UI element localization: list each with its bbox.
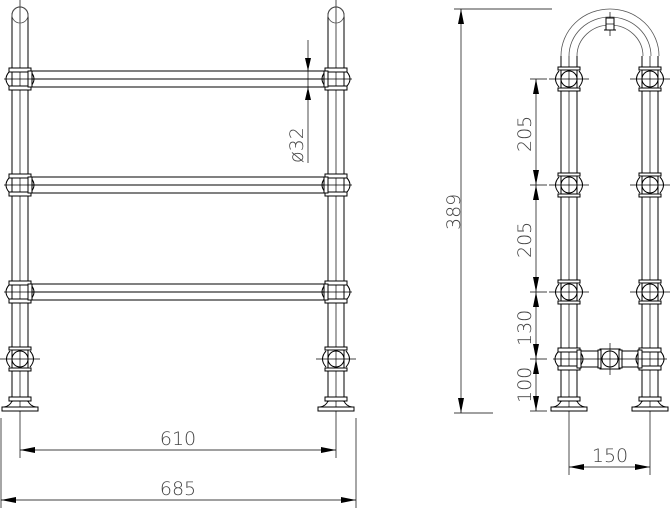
- front-view: ø32 610 685: [0, 0, 357, 508]
- rail-diameter-label: ø32: [286, 127, 308, 163]
- left-valve-fitting: [0, 346, 41, 372]
- rail-diameter-dimension: ø32: [286, 40, 311, 163]
- spacing-label-4: 100: [514, 367, 536, 403]
- overall-width-label: 685: [160, 478, 196, 500]
- bottom-valve-assembly: [553, 343, 667, 375]
- center-width-dimension: 610: [19, 420, 337, 458]
- side-view: 389 205 205 130 100: [443, 8, 671, 475]
- overall-width-dimension: 685: [0, 418, 357, 508]
- spacing-label-1: 205: [514, 116, 536, 152]
- rail-bottom: [4, 280, 352, 304]
- rail-top: [4, 67, 352, 91]
- overall-height-label: 389: [443, 194, 465, 230]
- arch: [560, 8, 660, 57]
- spacing-dimensions: 205 205 130 100: [514, 78, 547, 412]
- depth-dimension: 150: [569, 445, 650, 470]
- overall-height-dimension: 389: [443, 8, 552, 414]
- right-valve-fitting: [315, 346, 357, 372]
- left-post: [11, 0, 29, 420]
- spacing-label-3: 130: [514, 310, 536, 346]
- spacing-label-2: 205: [514, 222, 536, 258]
- depth-label: 150: [592, 445, 628, 467]
- right-post: [327, 0, 345, 420]
- rail-middle: [4, 173, 352, 197]
- center-width-label: 610: [160, 428, 196, 450]
